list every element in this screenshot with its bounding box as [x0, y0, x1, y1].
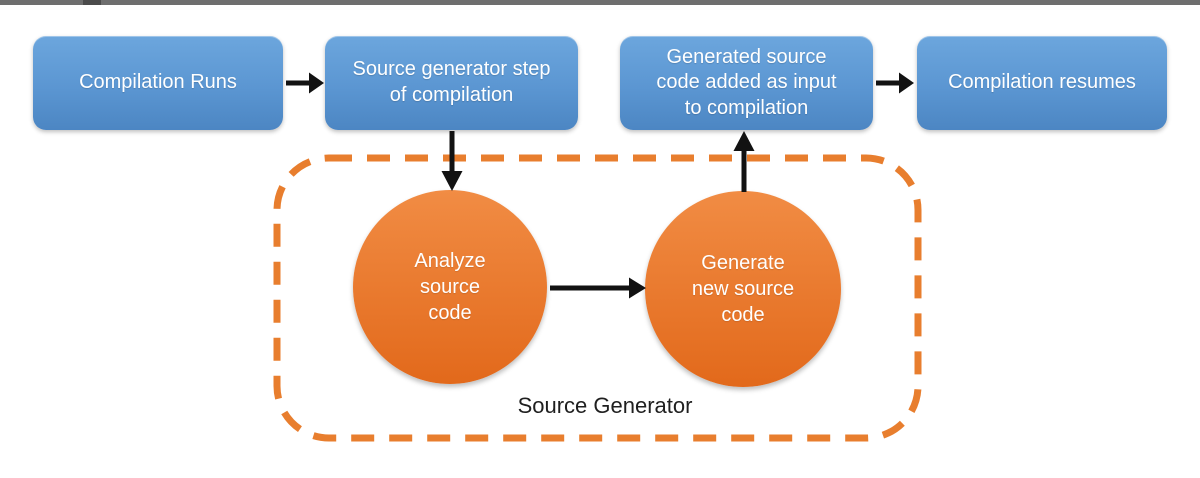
- flow-box-generated-source-added: Generated source code added as input to …: [620, 36, 873, 130]
- flow-box-source-generator-step: Source generator step of compilation: [325, 36, 578, 130]
- source-generator-label: Source Generator: [517, 393, 693, 418]
- arrow-down-icon: [441, 131, 463, 191]
- flow-box-compilation-runs: Compilation Runs: [33, 36, 283, 130]
- arrow-right-icon: [286, 72, 324, 94]
- arrow-up-icon: [733, 131, 755, 192]
- top-bar-notch: [83, 0, 101, 5]
- circle-analyze-source-code: Analyze source code: [353, 190, 547, 384]
- arrow-right-icon: [550, 277, 646, 299]
- window-top-bar: [0, 0, 1200, 5]
- source-generator-boundary: [273, 154, 922, 442]
- circle-generate-new-source-code: Generate new source code: [645, 191, 841, 387]
- arrow-right-icon: [876, 72, 914, 94]
- flow-box-compilation-resumes: Compilation resumes: [917, 36, 1167, 130]
